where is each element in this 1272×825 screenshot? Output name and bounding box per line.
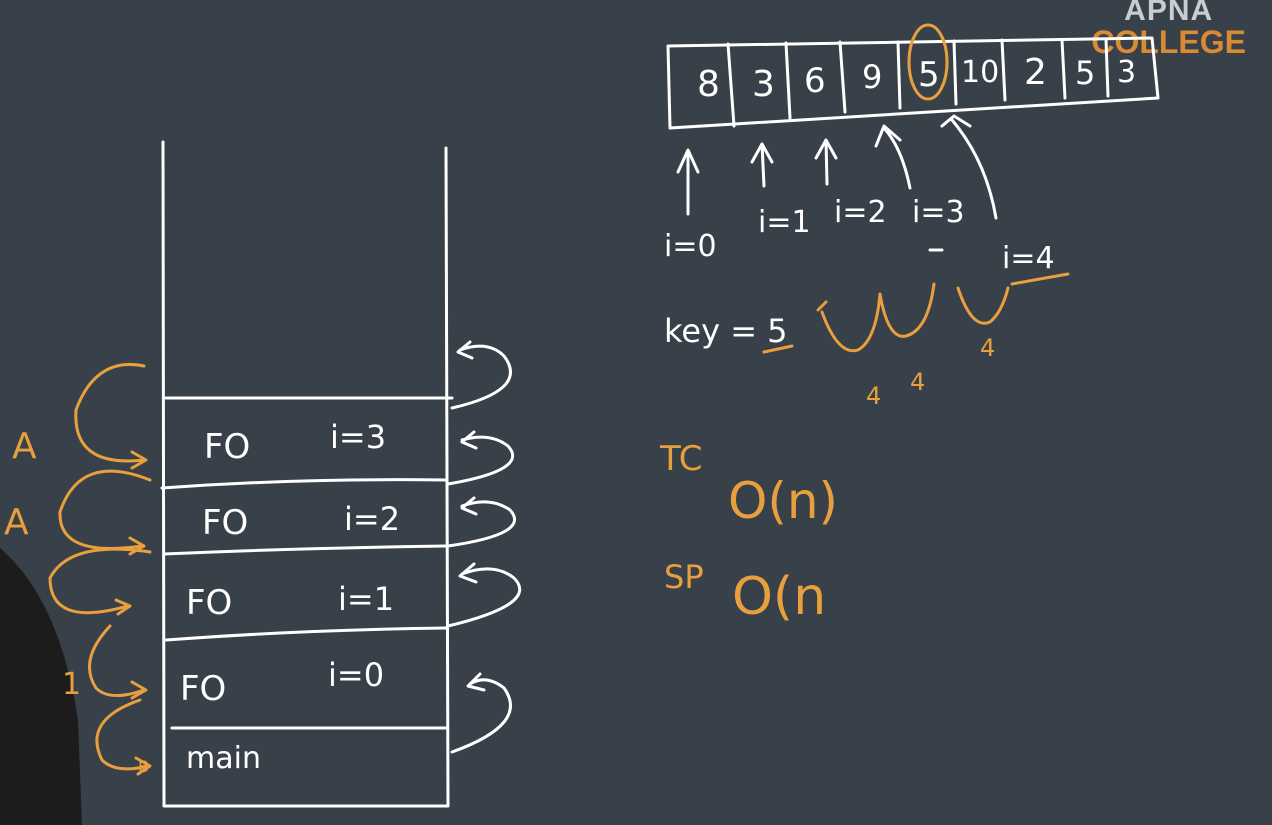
array-outline xyxy=(666,36,1160,130)
space-complexity-value: O(n xyxy=(732,567,826,627)
index-label: i=4 xyxy=(1002,241,1055,276)
side-mark: 1 xyxy=(62,667,81,702)
array-divider xyxy=(784,41,792,120)
stack-divider xyxy=(160,478,448,490)
return-curl xyxy=(446,496,516,548)
index-label: i=1 xyxy=(758,205,811,240)
frame-function: FO xyxy=(180,669,226,709)
array-diagram: 8 3 6 9 5 10 2 5 3 xyxy=(666,23,1160,130)
return-curl xyxy=(446,430,515,486)
hop-curve xyxy=(956,286,1010,325)
stack-divider xyxy=(162,544,448,556)
frame-function: FO xyxy=(186,583,232,623)
key-label: key = 5 xyxy=(664,312,788,350)
array-cell: 2 xyxy=(1024,52,1047,93)
time-complexity-value: O(n) xyxy=(728,472,838,530)
frame-variable: i=1 xyxy=(338,580,394,618)
dark-corner-shape xyxy=(0,548,82,825)
call-arrow xyxy=(48,547,152,616)
call-arrow xyxy=(74,363,148,470)
frame-variable: i=2 xyxy=(344,500,400,538)
array-cell: 3 xyxy=(1117,55,1136,90)
hop-curve xyxy=(820,282,936,353)
highlight-underline xyxy=(1010,272,1070,286)
time-complexity-label: TC xyxy=(659,439,703,479)
call-arrow xyxy=(58,469,152,556)
hop-mark: 4 xyxy=(980,334,995,362)
stack-divider xyxy=(164,626,448,642)
array-divider xyxy=(726,42,736,128)
call-arrows xyxy=(48,363,152,776)
call-arrow xyxy=(88,624,148,700)
frame-function: FO xyxy=(204,427,250,467)
call-stack xyxy=(160,140,454,808)
hop-tick xyxy=(816,300,828,312)
array-divider xyxy=(1060,38,1067,100)
array-divider xyxy=(952,39,958,106)
array-divider xyxy=(838,40,847,114)
frame-variable: i=3 xyxy=(330,418,386,456)
arrow-up xyxy=(750,142,774,188)
arrow-up xyxy=(676,148,700,216)
call-arrow xyxy=(95,698,152,776)
array-divider xyxy=(1104,37,1110,98)
index-label: i=0 xyxy=(664,229,717,264)
array-cell: 5 xyxy=(1075,54,1095,92)
space-complexity-label: SP xyxy=(664,558,704,596)
recursion-hops xyxy=(816,282,1010,353)
array-cell: 5 xyxy=(918,55,940,95)
array-cell: 10 xyxy=(961,55,999,90)
arrow-up xyxy=(940,114,998,220)
index-label: i=3 xyxy=(912,195,965,230)
array-cell: 6 xyxy=(804,61,826,101)
stack-container xyxy=(161,140,450,808)
arrow-up xyxy=(814,138,838,186)
logo-line-college: COLLEGE xyxy=(1091,24,1246,60)
index-arrows xyxy=(676,114,998,220)
array-cell: 9 xyxy=(862,58,882,96)
frame-function: main xyxy=(186,741,261,776)
hop-mark: 4 xyxy=(910,368,925,396)
return-curls xyxy=(446,340,522,754)
frame-function: FO xyxy=(202,503,248,543)
array-cell: 8 xyxy=(697,64,720,105)
side-mark: B xyxy=(138,757,149,776)
hop-mark: 4 xyxy=(866,382,881,410)
index-label: i=2 xyxy=(834,195,887,230)
array-divider xyxy=(1000,38,1007,102)
return-curl xyxy=(450,340,512,410)
return-curl xyxy=(450,672,512,754)
side-mark: A xyxy=(4,502,29,543)
logo-line-apna: APNA xyxy=(1124,0,1214,27)
side-mark: A xyxy=(12,426,37,467)
array-divider xyxy=(896,40,902,110)
array-cell: 3 xyxy=(752,64,775,105)
frame-variable: i=0 xyxy=(328,656,384,694)
highlight-circle xyxy=(907,23,949,101)
return-curl xyxy=(446,562,522,628)
key-underline xyxy=(762,344,794,354)
arrow-up xyxy=(874,124,912,190)
brand-logo: APNA COLLEGE xyxy=(1091,0,1246,58)
